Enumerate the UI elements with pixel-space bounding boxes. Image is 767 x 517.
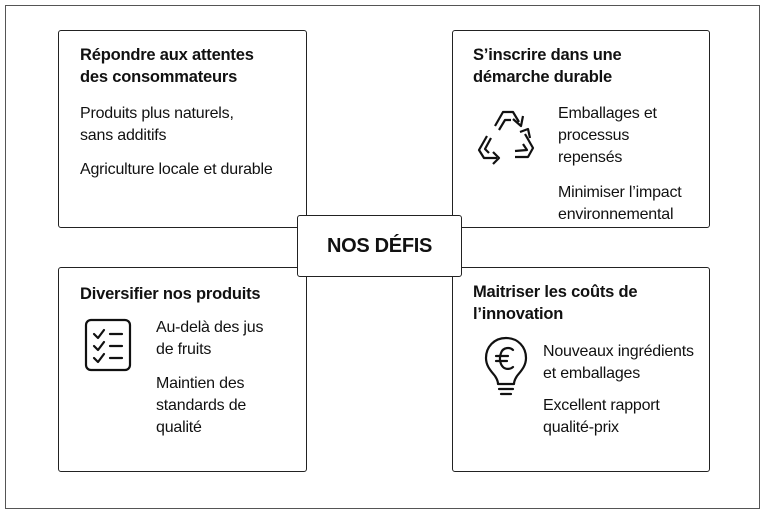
card-point: Produits plus naturels, sans additifs	[80, 103, 234, 147]
card-point: Agriculture locale et durable	[80, 159, 273, 181]
card-title-line: Répondre aux attentes	[80, 46, 254, 64]
center-label-box: NOS DÉFIS	[297, 215, 462, 277]
card-point-line: sans additifs	[80, 127, 167, 144]
card-point-line: Produits plus naturels,	[80, 105, 234, 122]
center-label: NOS DÉFIS	[326, 234, 433, 257]
card-point-line: Emballages et	[558, 105, 657, 122]
card-innovation-costs: Maitriser les coûts de l’innovation Nouv…	[452, 267, 710, 472]
card-product-diversification: Diversifier nos produits Au-delà des jus…	[58, 267, 307, 472]
card-point-line: Au-delà des jus	[156, 319, 264, 336]
diagram-frame	[5, 5, 760, 509]
recycle-icon	[473, 106, 541, 168]
card-point-line: processus	[558, 127, 630, 144]
card-consumer-expectations: Répondre aux attentes des consommateurs …	[58, 30, 307, 228]
card-point: Maintien des standards de qualité	[156, 373, 246, 439]
card-title-line: Maitriser les coûts de	[473, 283, 638, 301]
card-point: Minimiser l’impact environnemental	[558, 182, 682, 226]
card-sustainability: S’inscrire dans une démarche durable Emb…	[452, 30, 710, 228]
card-point-line: qualité-prix	[543, 419, 619, 436]
card-title-line: Diversifier nos produits	[80, 285, 261, 303]
card-point: Excellent rapport qualité-prix	[543, 395, 660, 439]
card-title: Diversifier nos produits	[80, 283, 261, 305]
card-point: Au-delà des jus de fruits	[156, 317, 263, 361]
card-title-line: l’innovation	[473, 305, 564, 323]
euro-lightbulb-icon	[483, 336, 529, 398]
card-title: Maitriser les coûts de l’innovation	[473, 281, 638, 325]
card-point-line: Maintien des	[156, 375, 245, 392]
card-title: S’inscrire dans une démarche durable	[473, 44, 622, 88]
card-point-line: repensés	[558, 149, 623, 166]
card-title: Répondre aux attentes des consommateurs	[80, 44, 254, 88]
card-point-line: Minimiser l’impact	[558, 184, 682, 201]
card-point: Nouveaux ingrédients et emballages	[543, 341, 694, 385]
card-point-line: Excellent rapport	[543, 397, 660, 414]
card-point-line: et emballages	[543, 365, 641, 382]
card-title-line: démarche durable	[473, 68, 612, 86]
card-point-line: de fruits	[156, 341, 212, 358]
card-point-line: Nouveaux ingrédients	[543, 343, 694, 360]
card-point-line: standards de	[156, 397, 247, 414]
card-point-line: qualité	[156, 419, 202, 436]
card-title-line: S’inscrire dans une	[473, 46, 622, 64]
card-point-line: Agriculture locale et durable	[80, 161, 273, 178]
card-title-line: des consommateurs	[80, 68, 238, 86]
checklist-icon	[84, 318, 134, 372]
card-point-line: environnemental	[558, 206, 674, 223]
card-point: Emballages et processus repensés	[558, 103, 657, 169]
